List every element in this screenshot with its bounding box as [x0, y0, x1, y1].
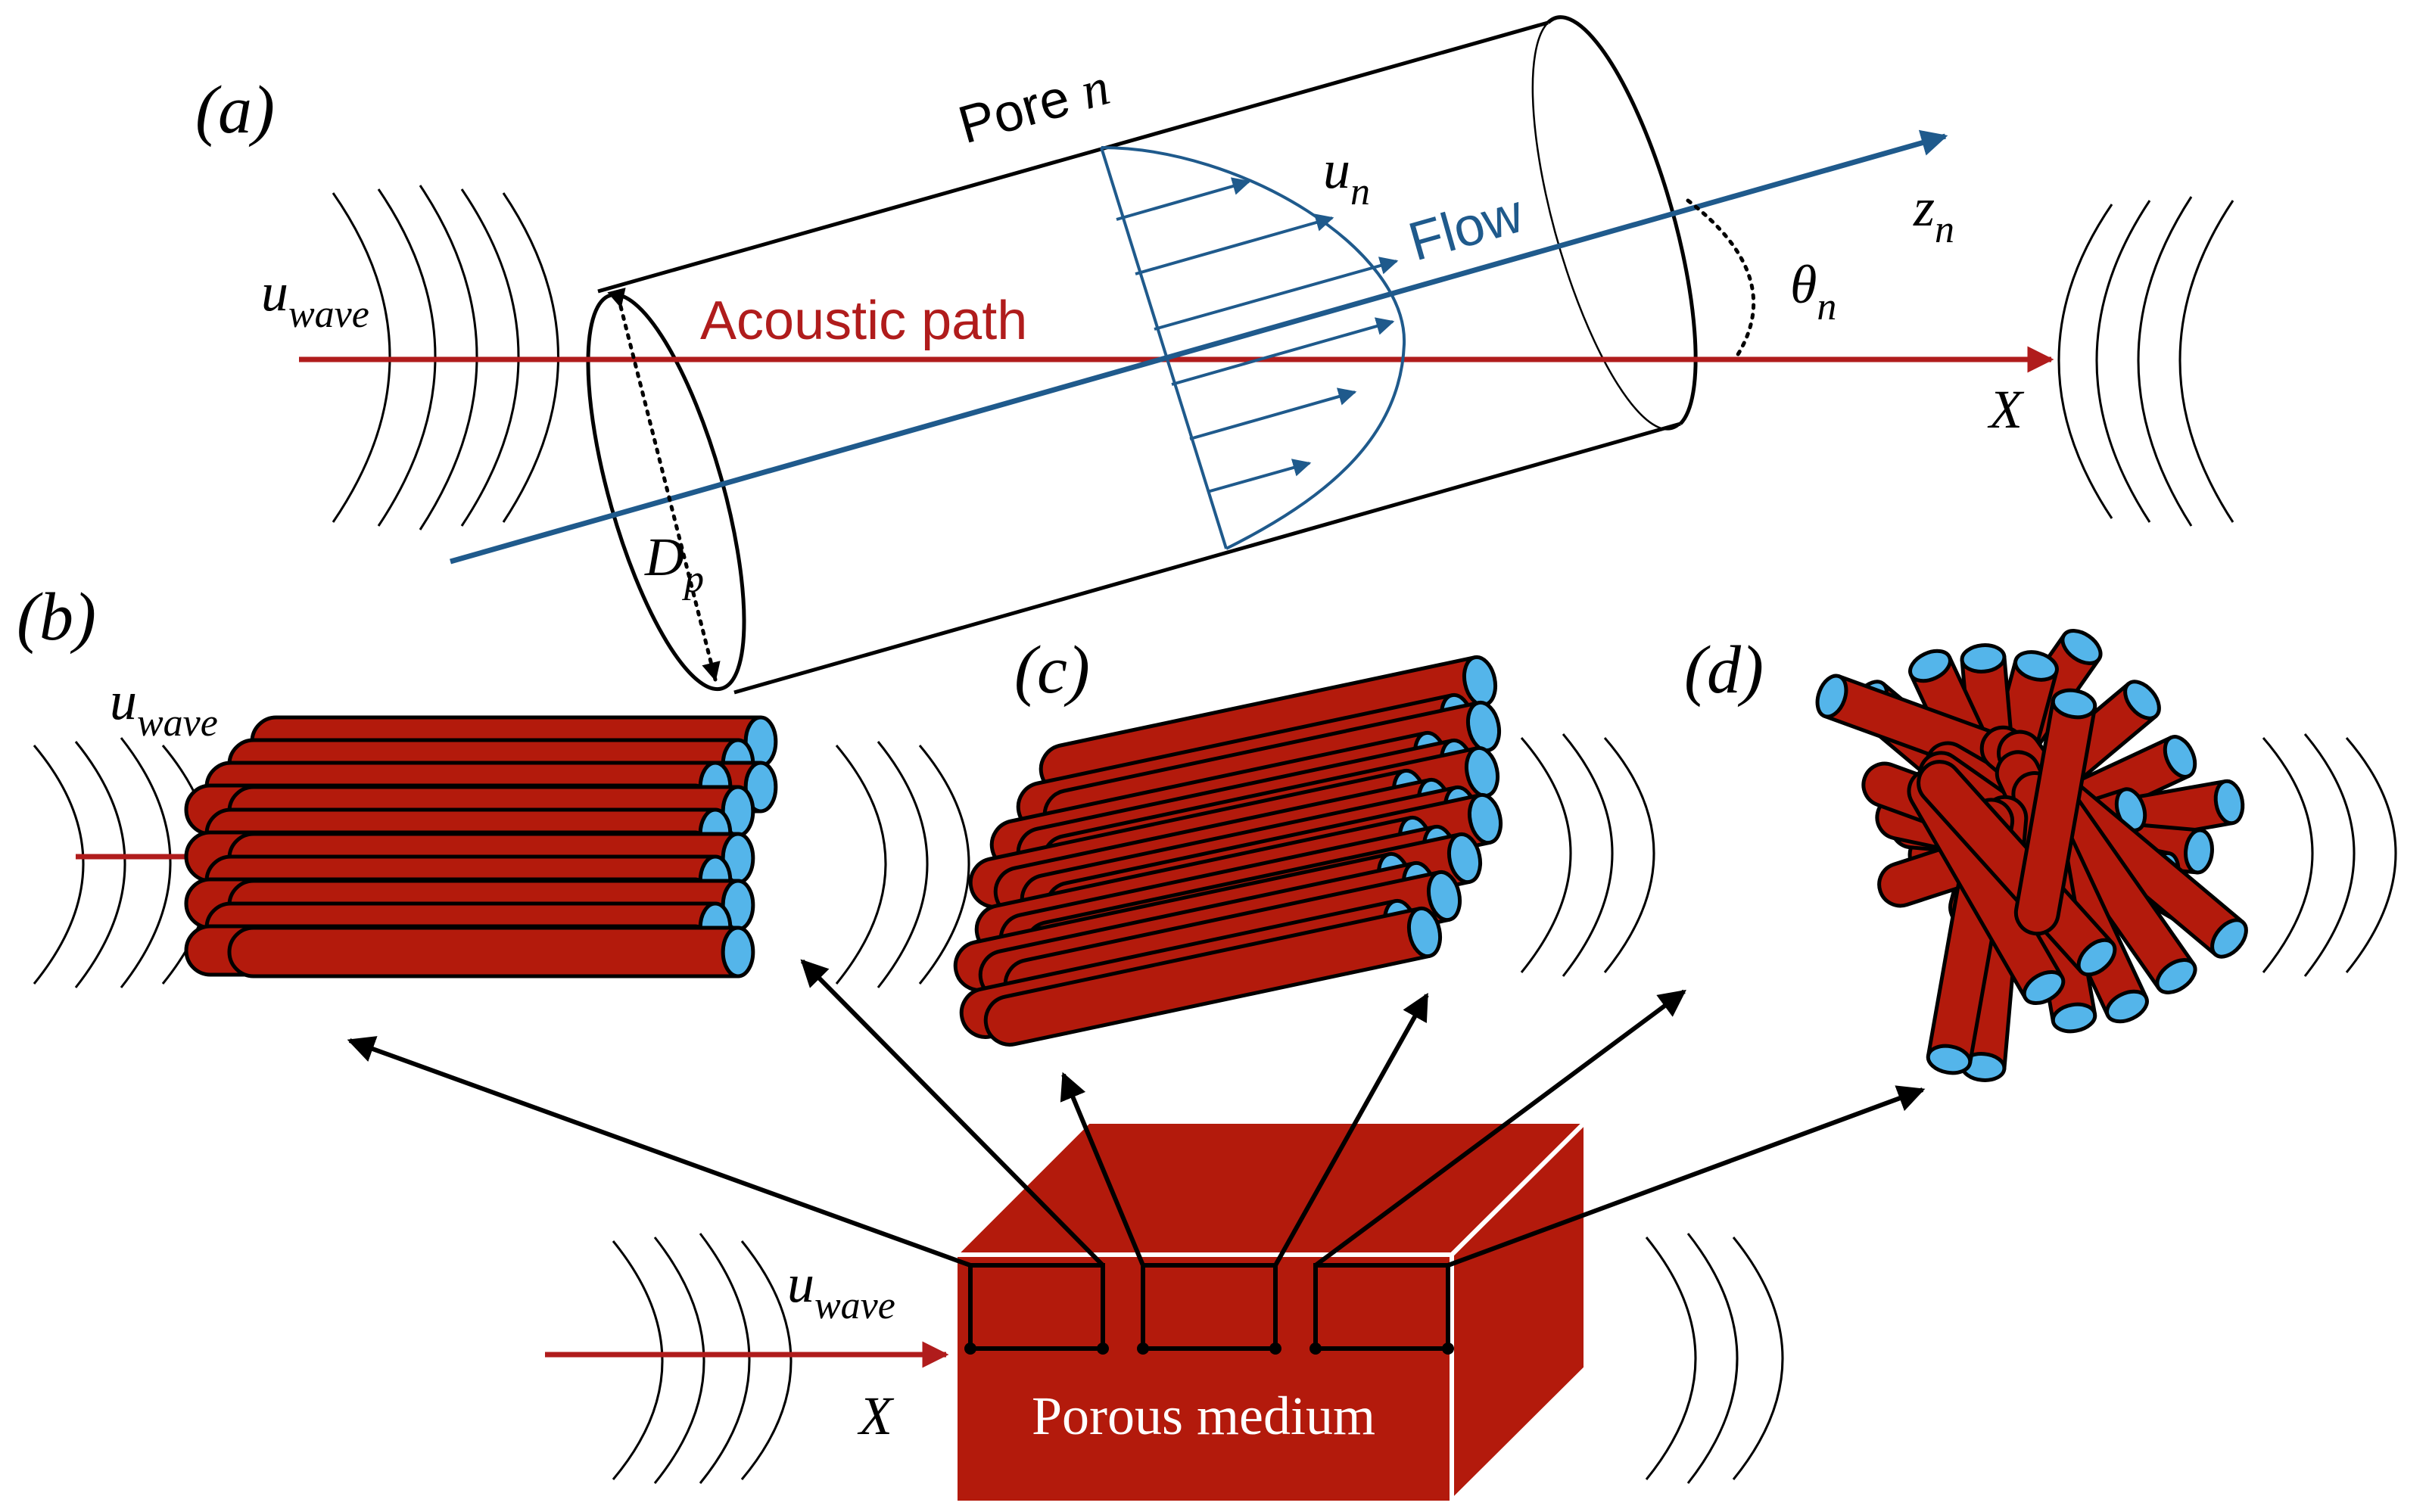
angle-label: θn [1790, 254, 1836, 328]
flow-axis-arrow [450, 129, 1948, 565]
velocity-vectors [1116, 177, 1399, 493]
wave-label-bottom: uwave [787, 1253, 895, 1327]
diameter-indicator [607, 288, 721, 682]
tube [983, 906, 1443, 1047]
z-axis-label: zn [1913, 177, 1954, 251]
incident-wave-arcs-a [332, 185, 559, 530]
transmitted-wave-arcs-a [2057, 196, 2234, 527]
acoustic-path-label: Acoustic path [700, 291, 1027, 351]
velocity-label: un [1323, 139, 1370, 213]
aligned-tube-bundle [184, 715, 778, 978]
panel-label-d: (d) [1684, 633, 1764, 708]
tube [227, 926, 755, 978]
wave-label-a: uwave [261, 262, 369, 336]
transmitted-wave-arcs-bottom [1645, 1233, 1784, 1484]
pore-window-corners [964, 1342, 1454, 1355]
x-axis-label-a: X [1987, 379, 2025, 440]
tube [2013, 688, 2097, 936]
x-axis-label-bottom: X [857, 1386, 895, 1446]
transmitted-wave-arcs-b [835, 741, 970, 988]
connector-arrows [347, 959, 1926, 1268]
panel-label-a: (a) [195, 73, 275, 148]
tilted-tube-bundle [953, 655, 1503, 1047]
porous-medium-label: Porous medium [1032, 1386, 1375, 1446]
incident-wave-arcs-bottom [612, 1233, 793, 1484]
panel-c: (c) [953, 633, 1655, 1047]
angle-arc [1686, 198, 1756, 358]
panel-label-b: (b) [17, 580, 96, 655]
porous-medium-block: Porous medium [953, 1119, 1588, 1505]
transmitted-wave-arcs-c [1520, 733, 1655, 977]
velocity-profile [1100, 146, 1406, 550]
panel-label-c: (c) [1014, 633, 1090, 708]
pore-windows [968, 1263, 1450, 1351]
panel-b: (b) uwave X [17, 580, 970, 988]
panel-d: (d) [1684, 629, 2397, 1082]
wave-label-b: uwave [110, 670, 218, 745]
random-tube-cluster [1815, 629, 2248, 1082]
transmitted-wave-arcs-d [2262, 733, 2397, 977]
tube [1917, 760, 2117, 977]
pore-label: Pore n [952, 56, 1116, 155]
diameter-label: Dp [644, 527, 704, 601]
pore-cylinder [586, 15, 1698, 695]
panel-a: (a) Pore n un Flow zn θn Acoustic path X… [195, 15, 2234, 695]
